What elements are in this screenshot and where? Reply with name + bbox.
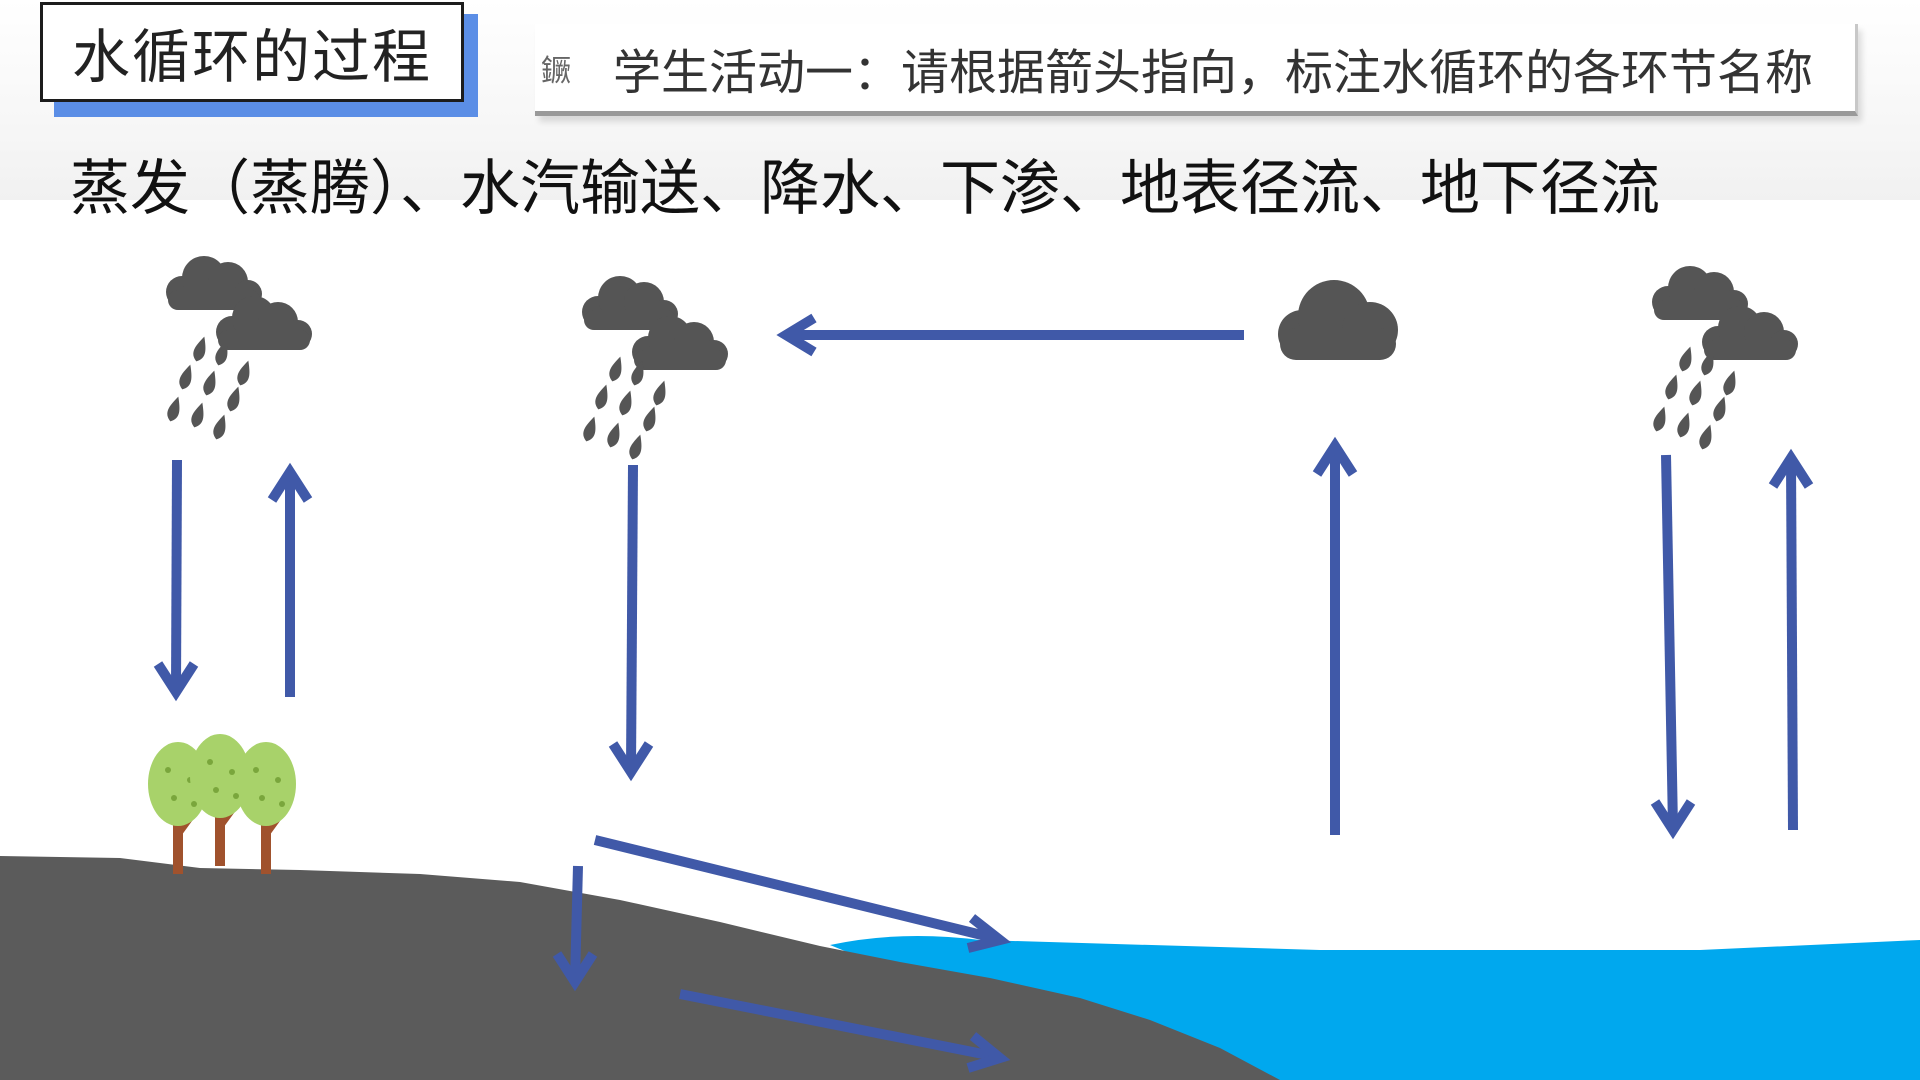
land-surface	[0, 856, 1280, 1080]
arrow-infiltration	[552, 865, 598, 992]
arrow-ocean-evaporation-right	[1768, 448, 1814, 831]
arrow-precipitation-inland	[608, 464, 654, 782]
activity-banner: 鐝 学生活动一：请根据箭头指向，标注水循环的各环节名称	[535, 24, 1858, 116]
arrow-vapor-transport	[776, 313, 1244, 357]
arrow-precipitation-ocean	[1650, 454, 1696, 840]
rain-cloud-icon	[1651, 266, 1798, 451]
clipboard-icon: 鐝	[541, 53, 571, 89]
cloud-icon	[1278, 280, 1398, 360]
arrow-ocean-evaporation	[1312, 436, 1358, 835]
term-list: 蒸发（蒸腾）、水汽输送、降水、下渗、地表径流、地下径流	[70, 154, 1660, 224]
activity-instruction: 学生活动一：请根据箭头指向，标注水循环的各环节名称	[613, 44, 1814, 101]
rain-cloud-icon	[165, 256, 312, 441]
tree-icon	[148, 734, 296, 874]
arrow-precipitation-land	[153, 459, 199, 702]
arrow-groundwater-runoff	[679, 989, 1011, 1073]
arrow-surface-runoff	[593, 835, 1012, 953]
slide-title: 水循环的过程	[40, 2, 464, 102]
rain-cloud-icon	[581, 276, 728, 461]
arrow-evapotranspiration	[267, 462, 313, 697]
